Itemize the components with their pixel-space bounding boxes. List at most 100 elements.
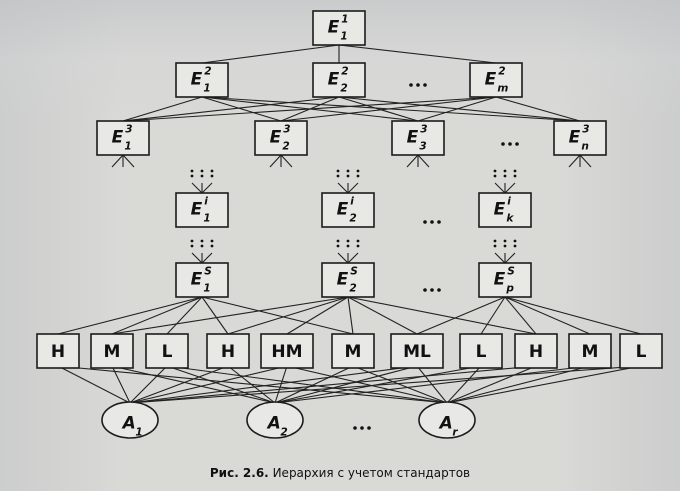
- edge-ls-standard: [504, 296, 537, 335]
- node-box: [254, 120, 308, 156]
- standard-box: L: [145, 333, 189, 369]
- edge-ls-standard: [347, 296, 537, 335]
- edge-standard-alternative: [129, 365, 418, 404]
- edge-ls-standard: [201, 296, 229, 335]
- edge-standard-alternative: [129, 365, 537, 404]
- edge-standard-alternative: [274, 365, 591, 404]
- edge-l3-stub: [122, 154, 135, 168]
- edge-l3-stub: [579, 154, 592, 168]
- edge-standard-alternative: [111, 365, 131, 404]
- node-box: [312, 62, 366, 98]
- node-box: [478, 192, 532, 228]
- node-box: [96, 120, 150, 156]
- edge-ls-standard: [416, 296, 506, 335]
- edge-standard-alternative: [129, 365, 288, 404]
- edge-ls-standard: [347, 296, 418, 335]
- node-label: A2: [266, 413, 288, 438]
- edge-into-node: [504, 182, 516, 194]
- node-box: [321, 262, 375, 298]
- edge-l3-stub: [406, 154, 419, 168]
- standard-box: M: [90, 333, 134, 369]
- node-box: [175, 262, 229, 298]
- standard-box: ML: [390, 333, 444, 369]
- standard-box: M: [331, 333, 375, 369]
- edge-ls-standard: [201, 296, 354, 335]
- ellipsis-dot: [210, 244, 214, 248]
- ellipsis-dot: [200, 174, 204, 178]
- node-box: [514, 333, 558, 369]
- standard-label: HM: [271, 342, 302, 362]
- edge-ls-standard: [166, 296, 203, 335]
- edge-into-node: [337, 252, 349, 264]
- standard-box: HM: [260, 333, 314, 369]
- alternative-node: A1: [101, 401, 159, 439]
- ellipsis-dot: [503, 244, 507, 248]
- ellipsis-level3: [501, 142, 519, 146]
- edge-into-node: [191, 182, 203, 194]
- edge-l2-l3: [417, 96, 497, 122]
- ellipsis-level2: [409, 83, 427, 87]
- node-box: [568, 333, 612, 369]
- edge-into-node: [201, 252, 213, 264]
- figure-title: Иерархия с учетом стандартов: [272, 466, 471, 480]
- standard-box: L: [619, 333, 663, 369]
- edge-into-node: [494, 252, 506, 264]
- node-box: [331, 333, 375, 369]
- ellipsis-dot: [346, 169, 350, 173]
- ellipsis-level-s: [423, 288, 441, 292]
- standard-label: M: [345, 342, 362, 362]
- standard-label: L: [162, 342, 173, 362]
- ellipsis-dot: [346, 239, 350, 243]
- standard-box: H: [206, 333, 250, 369]
- edge-l3-stub: [568, 154, 581, 168]
- edge-ls-standard: [286, 296, 349, 335]
- standard-box: H: [514, 333, 558, 369]
- node-box: [469, 62, 523, 98]
- edge-l3-stub: [417, 154, 430, 168]
- node-box: [206, 333, 250, 369]
- edge-into-node: [337, 182, 349, 194]
- standard-label: H: [51, 342, 65, 362]
- edge-l2-l3: [338, 96, 419, 122]
- node-ellipse: [418, 401, 476, 439]
- edge-ls-standard: [227, 296, 349, 335]
- edge-into-node: [347, 252, 359, 264]
- edge-into-node: [201, 182, 213, 194]
- edge-into-node: [191, 252, 203, 264]
- ellipsis-dot: [493, 244, 497, 248]
- ellipsis-dot: [190, 239, 194, 243]
- edge-into-node: [504, 252, 516, 264]
- edge-standard-alternative: [129, 365, 229, 404]
- standard-label: M: [582, 342, 599, 362]
- edge-standard-alternative: [129, 365, 642, 404]
- ellipsis-dot: [210, 169, 214, 173]
- edge-standard-alternative: [274, 365, 354, 404]
- node-label: Ar: [438, 413, 459, 438]
- node-box: [321, 192, 375, 228]
- edge-standard-alternative: [446, 365, 642, 404]
- ellipsis-dot: [210, 239, 214, 243]
- edge-ls-standard: [480, 296, 506, 335]
- edge-standard-alternative: [286, 365, 448, 404]
- node-box: [260, 333, 314, 369]
- ellipsis-dot: [503, 174, 507, 178]
- edge-standard-alternative: [446, 365, 482, 404]
- edge-standard-alternative: [227, 365, 276, 404]
- ellipsis-level-i: [423, 220, 441, 224]
- ellipsis-dot: [200, 169, 204, 173]
- ellipsis-dot: [513, 169, 517, 173]
- standard-label: ML: [403, 342, 431, 362]
- edge-into-node: [347, 182, 359, 194]
- node-ellipse: [246, 401, 304, 439]
